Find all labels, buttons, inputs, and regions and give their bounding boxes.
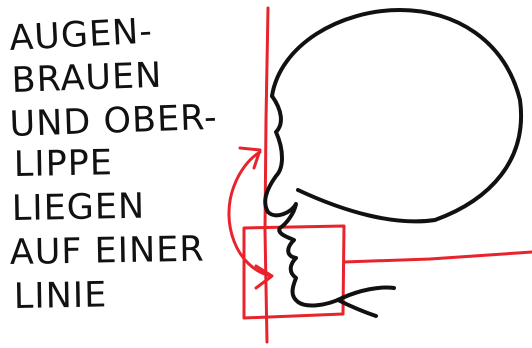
caption-line-1: AUGEN- — [8, 12, 154, 59]
caption-line-4: LIPPE — [13, 143, 113, 185]
head-profile — [265, 10, 521, 316]
horizontal-guide-line — [344, 252, 532, 262]
caption-line-7: LINIE — [13, 275, 107, 317]
face-profile-line — [265, 96, 394, 305]
caption-line-5: LIEGEN — [11, 187, 145, 229]
arrowhead-bottom — [256, 266, 272, 288]
skull-outline — [272, 10, 521, 221]
caption-line-3: UND OBER- — [9, 98, 218, 145]
caption-line-6: AUF EINER — [9, 230, 205, 273]
vertical-guide-line — [265, 8, 268, 342]
caption-block: AUGEN- BRAUEN UND OBER- LIPPE LIEGEN AUF… — [8, 12, 218, 317]
caption-line-2: BRAUEN — [11, 56, 163, 101]
